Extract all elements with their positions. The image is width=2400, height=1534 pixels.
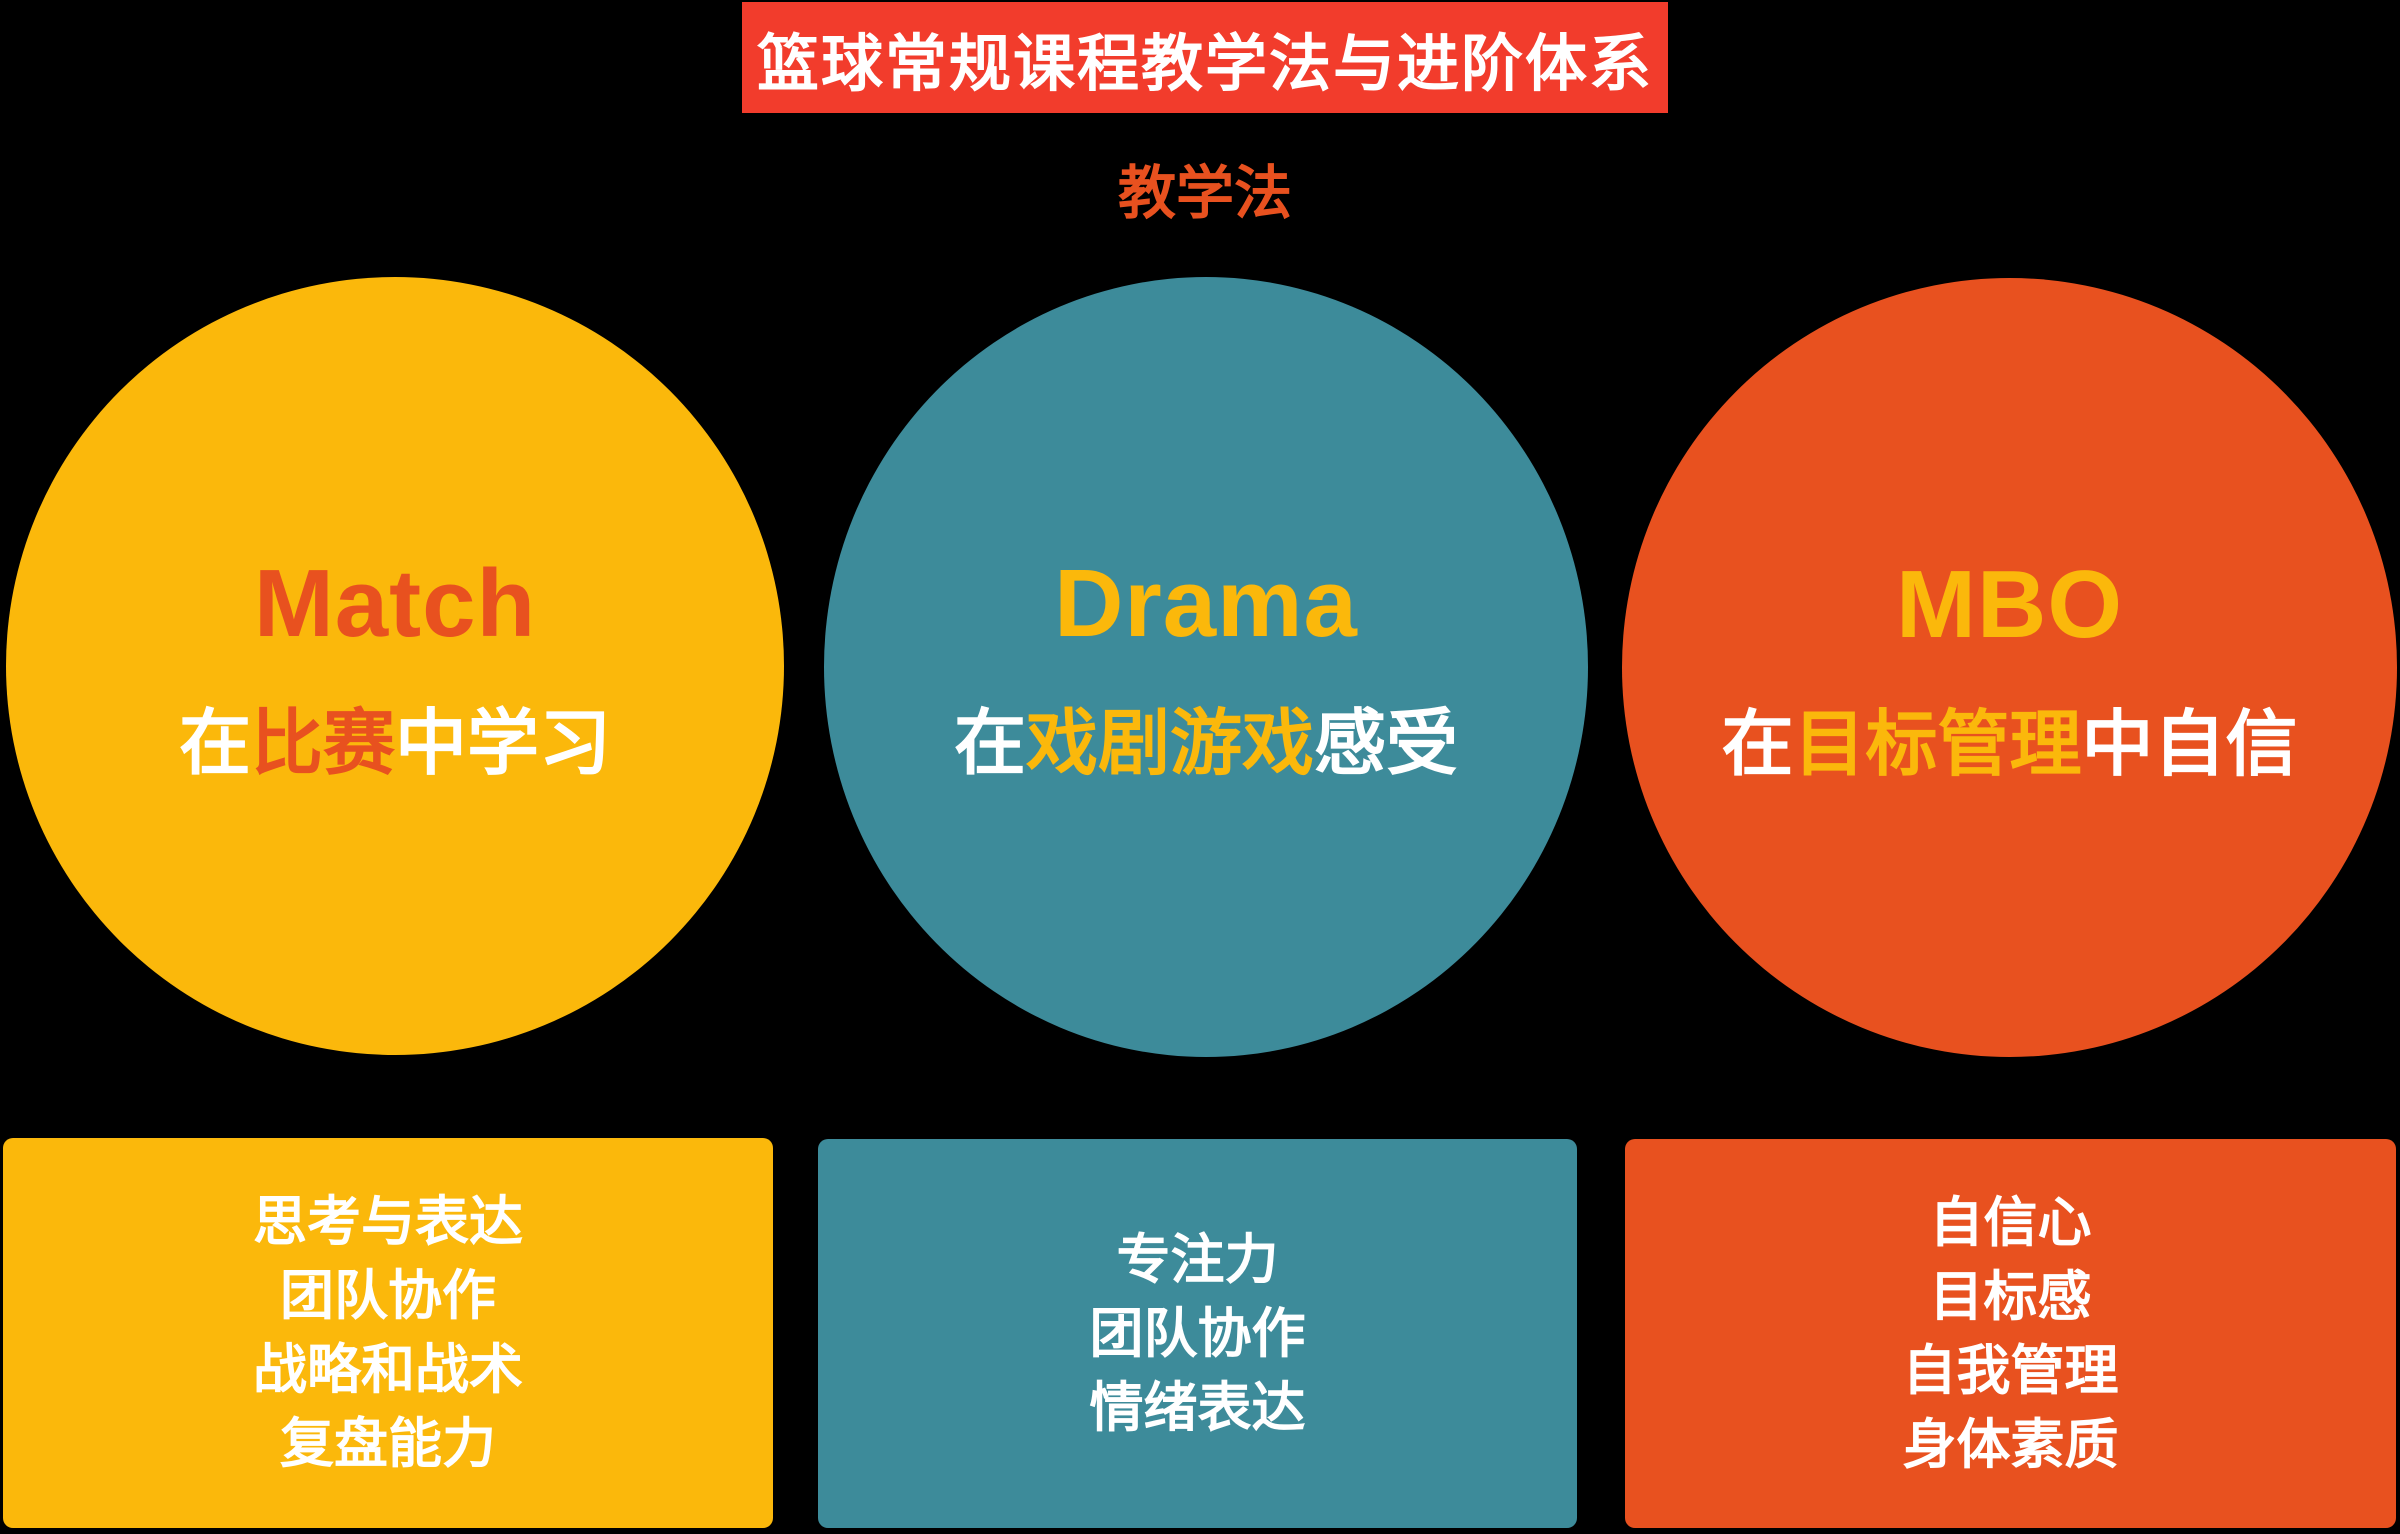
skill-item: 自信心 bbox=[1929, 1192, 2092, 1253]
skill-item: 目标感 bbox=[1929, 1266, 2092, 1327]
section-label: 教学法 bbox=[1117, 161, 1292, 226]
circle-drama-subtitle: 在戏剧游戏感受 bbox=[824, 699, 1588, 789]
subtitle-prefix: 在 bbox=[178, 704, 251, 784]
circle-match-title: Match bbox=[253, 550, 537, 657]
skill-item: 自我管理 bbox=[1902, 1340, 2119, 1401]
card-drama-skills: 专注力 团队协作 情绪表达 bbox=[818, 1139, 1577, 1528]
skill-item: 团队协作 bbox=[1089, 1303, 1306, 1364]
skill-item: 身体素质 bbox=[1902, 1414, 2119, 1475]
subtitle-highlight: 比赛 bbox=[250, 704, 395, 784]
skill-item: 情绪表达 bbox=[1089, 1377, 1306, 1438]
subtitle-suffix: 感受 bbox=[1314, 704, 1459, 784]
title-banner: 篮球常规课程教学法与进阶体系 bbox=[742, 2, 1668, 113]
circle-mbo: MBO 在目标管理中自信 bbox=[1622, 278, 2397, 1057]
circle-mbo-title: MBO bbox=[1896, 551, 2123, 658]
subtitle-suffix: 中学习 bbox=[395, 704, 612, 784]
skill-item: 复盘能力 bbox=[280, 1414, 496, 1474]
subtitle-highlight: 戏剧游戏 bbox=[1025, 704, 1314, 784]
skill-item: 战略和战术 bbox=[253, 1340, 523, 1400]
page-title: 篮球常规课程教学法与进阶体系 bbox=[756, 29, 1653, 99]
circle-match-subtitle: 在比赛中学习 bbox=[6, 699, 784, 789]
circle-mbo-subtitle: 在目标管理中自信 bbox=[1622, 700, 2397, 790]
subtitle-highlight: 目标管理 bbox=[1793, 705, 2082, 785]
subtitle-prefix: 在 bbox=[1721, 705, 1794, 785]
card-match-skills: 思考与表达 团队协作 战略和战术 复盘能力 bbox=[3, 1138, 773, 1528]
circle-drama-title: Drama bbox=[1054, 550, 1358, 657]
skill-item: 思考与表达 bbox=[253, 1192, 523, 1252]
circle-drama: Drama 在戏剧游戏感受 bbox=[824, 277, 1588, 1057]
subtitle-prefix: 在 bbox=[953, 704, 1026, 784]
subtitle-suffix: 中自信 bbox=[2081, 705, 2298, 785]
circle-match: Match 在比赛中学习 bbox=[6, 277, 784, 1055]
skill-item: 专注力 bbox=[1116, 1229, 1279, 1290]
card-mbo-skills: 自信心 目标感 自我管理 身体素质 bbox=[1625, 1139, 2396, 1528]
skill-item: 团队协作 bbox=[280, 1266, 496, 1326]
